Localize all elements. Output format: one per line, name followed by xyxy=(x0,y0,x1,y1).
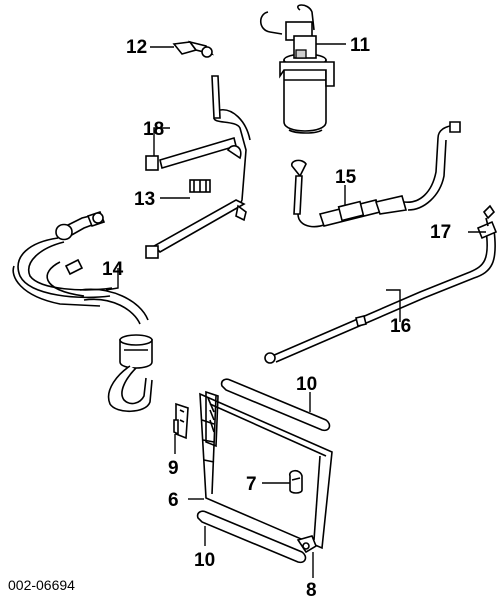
callout-10-top: 10 xyxy=(296,374,317,395)
callout-12: 12 xyxy=(126,37,147,58)
suction-hose-assembly xyxy=(145,75,251,259)
seal-upper xyxy=(220,378,331,432)
callout-18: 18 xyxy=(143,119,164,140)
callout-7: 7 xyxy=(246,474,257,495)
callout-11: 11 xyxy=(350,35,371,56)
callout-15: 15 xyxy=(335,167,357,188)
callout-6: 6 xyxy=(168,490,179,511)
callout-16: 16 xyxy=(390,316,411,337)
callout-14: 14 xyxy=(102,259,124,280)
condenser-clip xyxy=(289,469,303,494)
accumulator-drier xyxy=(259,4,335,134)
expansion-valve-fitting xyxy=(189,179,211,193)
long-refrigerant-line xyxy=(264,204,498,364)
callout-10-bottom: 10 xyxy=(194,550,215,571)
pressure-switch xyxy=(172,40,214,58)
liquid-line xyxy=(291,121,461,228)
discharge-hose-muffler xyxy=(12,211,153,413)
mounting-bracket xyxy=(173,402,189,440)
condenser xyxy=(199,390,333,550)
diagram-part-number: 002-06694 xyxy=(8,577,75,593)
leader-lines xyxy=(105,43,486,578)
callout-labels: 12 11 18 13 15 17 14 16 10 9 7 6 10 8 xyxy=(102,35,451,600)
lower-bracket xyxy=(296,535,317,554)
callout-17: 17 xyxy=(430,222,451,243)
callout-9: 9 xyxy=(168,458,179,479)
callout-8: 8 xyxy=(306,580,317,600)
seal-lower xyxy=(196,510,307,564)
callout-13: 13 xyxy=(134,189,155,210)
